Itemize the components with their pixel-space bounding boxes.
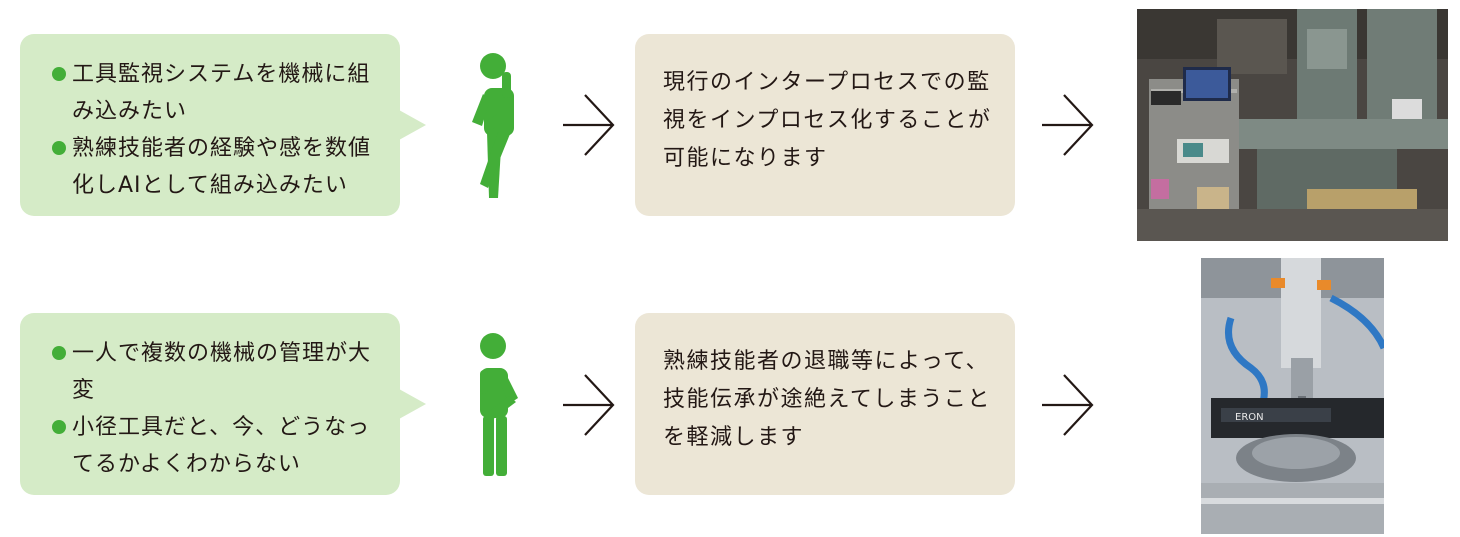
- cnc-machining-vise-photo: ERON: [1201, 258, 1384, 534]
- bullet-icon: [52, 346, 66, 360]
- concern-item: 熟練技能者の経験や感を数値化しAIとして組み込みたい: [52, 130, 384, 204]
- svg-text:ERON: ERON: [1235, 412, 1264, 423]
- arrow-right-icon: [563, 94, 615, 156]
- concern-text: 小径工具だと、今、どうなってるかよくわからない: [72, 415, 371, 477]
- solution-card-1: 現行のインタープロセスでの監視をインプロセス化することが可能になります: [635, 34, 1015, 216]
- arrow-right-icon: [1042, 374, 1094, 436]
- arrow-right-icon: [1042, 94, 1094, 156]
- solution-text: 現行のインタープロセスでの監視をインプロセス化することが可能になります: [663, 70, 992, 171]
- solution-card-2: 熟練技能者の退職等によって、技能伝承が途絶えてしまうことを軽減します: [635, 313, 1015, 495]
- thinking-person-icon: [472, 53, 514, 198]
- concern-item: 小径工具だと、今、どうなってるかよくわからない: [52, 409, 384, 483]
- concern-bubble-2: 一人で複数の機械の管理が大変 小径工具だと、今、どうなってるかよくわからない: [20, 313, 426, 495]
- thinking-person-icon: [480, 333, 518, 476]
- milling-machine-monitoring-photo: [1137, 9, 1448, 241]
- concern-item: 一人で複数の機械の管理が大変: [52, 335, 384, 409]
- concern-bubble-1: 工具監視システムを機械に組み込みたい 熟練技能者の経験や感を数値化しAIとして組…: [20, 34, 426, 216]
- concern-text: 一人で複数の機械の管理が大変: [72, 341, 372, 403]
- solution-text: 熟練技能者の退職等によって、技能伝承が途絶えてしまうことを軽減します: [663, 349, 991, 450]
- bullet-icon: [52, 67, 66, 81]
- bullet-icon: [52, 420, 66, 434]
- concern-text: 熟練技能者の経験や感を数値化しAIとして組み込みたい: [72, 136, 372, 198]
- concern-item: 工具監視システムを機械に組み込みたい: [52, 56, 384, 130]
- arrow-right-icon: [563, 374, 615, 436]
- concern-text: 工具監視システムを機械に組み込みたい: [72, 62, 371, 124]
- bullet-icon: [52, 141, 66, 155]
